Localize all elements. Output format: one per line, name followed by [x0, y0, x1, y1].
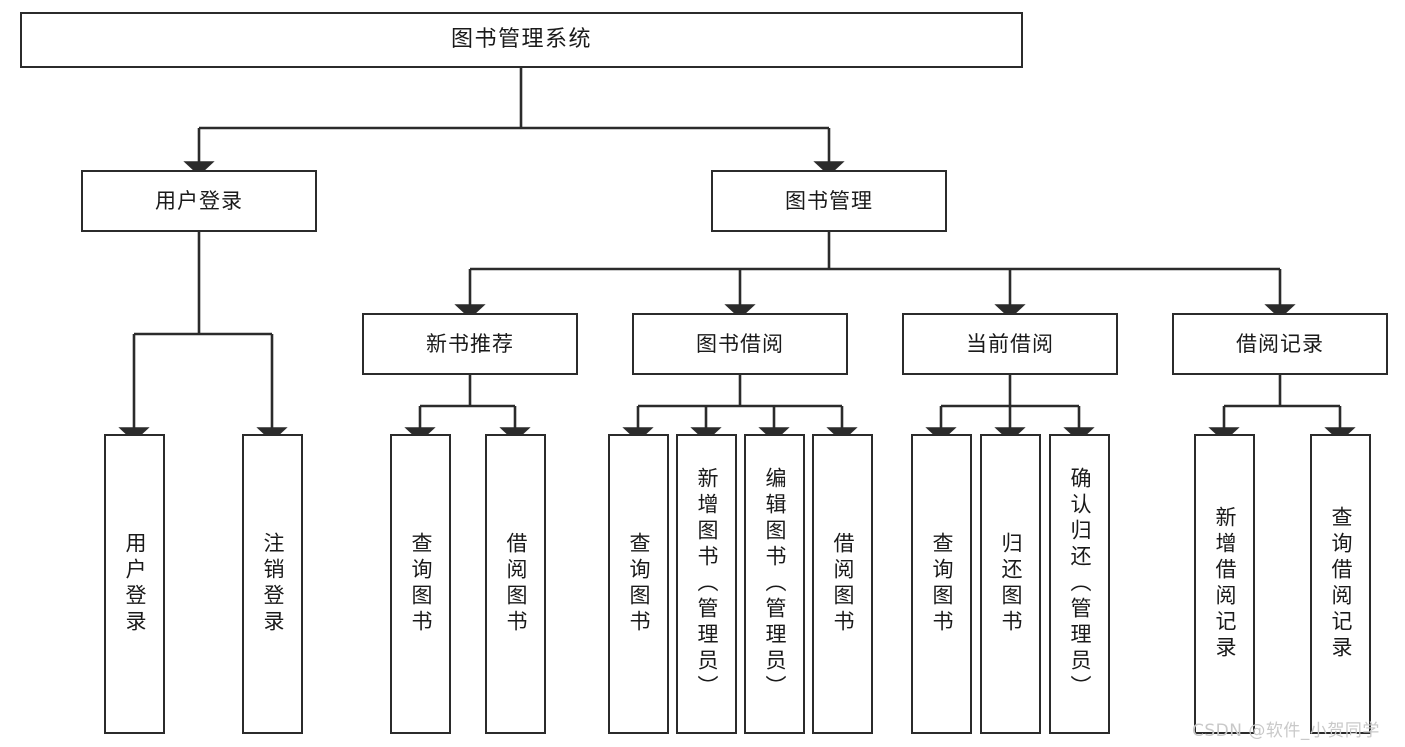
node-book-management-label: 图书管理 — [785, 188, 873, 213]
node-leaf-edit-book-label: 编辑图书（管理员） — [763, 467, 787, 701]
node-borrow-record[interactable]: 借阅记录 — [1172, 313, 1388, 375]
node-leaf-return-book-label: 归还图书 — [999, 532, 1023, 636]
node-book-borrow[interactable]: 图书借阅 — [632, 313, 848, 375]
node-leaf-query-book-3[interactable]: 查询图书 — [911, 434, 972, 734]
node-leaf-add-book[interactable]: 新增图书（管理员） — [676, 434, 737, 734]
node-leaf-query-book-1[interactable]: 查询图书 — [390, 434, 451, 734]
node-leaf-add-book-label: 新增图书（管理员） — [695, 467, 719, 701]
node-leaf-logout-login[interactable]: 注销登录 — [242, 434, 303, 734]
node-leaf-logout-login-label: 注销登录 — [261, 532, 285, 636]
node-leaf-edit-book[interactable]: 编辑图书（管理员） — [744, 434, 805, 734]
node-root[interactable]: 图书管理系统 — [20, 12, 1023, 68]
node-borrow-record-label: 借阅记录 — [1236, 331, 1324, 356]
node-new-book-recommend-label: 新书推荐 — [426, 331, 514, 356]
node-current-borrow[interactable]: 当前借阅 — [902, 313, 1118, 375]
node-book-borrow-label: 图书借阅 — [696, 331, 784, 356]
node-new-book-recommend[interactable]: 新书推荐 — [362, 313, 578, 375]
node-leaf-borrow-book-2-label: 借阅图书 — [831, 532, 855, 636]
node-leaf-user-login[interactable]: 用户登录 — [104, 434, 165, 734]
node-user-login-label: 用户登录 — [155, 188, 243, 213]
node-leaf-borrow-book-1[interactable]: 借阅图书 — [485, 434, 546, 734]
node-leaf-return-book[interactable]: 归还图书 — [980, 434, 1041, 734]
node-leaf-add-record[interactable]: 新增借阅记录 — [1194, 434, 1255, 734]
node-leaf-user-login-label: 用户登录 — [123, 532, 147, 636]
node-leaf-query-record-label: 查询借阅记录 — [1329, 506, 1353, 662]
node-user-login[interactable]: 用户登录 — [81, 170, 317, 232]
node-leaf-add-record-label: 新增借阅记录 — [1213, 506, 1237, 662]
node-book-management[interactable]: 图书管理 — [711, 170, 947, 232]
csdn-watermark: CSDN @软件_小贺同学 — [1192, 721, 1380, 741]
node-current-borrow-label: 当前借阅 — [966, 331, 1054, 356]
node-leaf-query-book-2-label: 查询图书 — [627, 532, 651, 636]
node-leaf-query-record[interactable]: 查询借阅记录 — [1310, 434, 1371, 734]
node-leaf-confirm-return-label: 确认归还（管理员） — [1068, 467, 1092, 701]
node-leaf-confirm-return[interactable]: 确认归还（管理员） — [1049, 434, 1110, 734]
node-leaf-borrow-book-2[interactable]: 借阅图书 — [812, 434, 873, 734]
node-leaf-borrow-book-1-label: 借阅图书 — [504, 532, 528, 636]
node-leaf-query-book-3-label: 查询图书 — [930, 532, 954, 636]
node-leaf-query-book-1-label: 查询图书 — [409, 532, 433, 636]
node-leaf-query-book-2[interactable]: 查询图书 — [608, 434, 669, 734]
node-root-label: 图书管理系统 — [450, 27, 592, 53]
